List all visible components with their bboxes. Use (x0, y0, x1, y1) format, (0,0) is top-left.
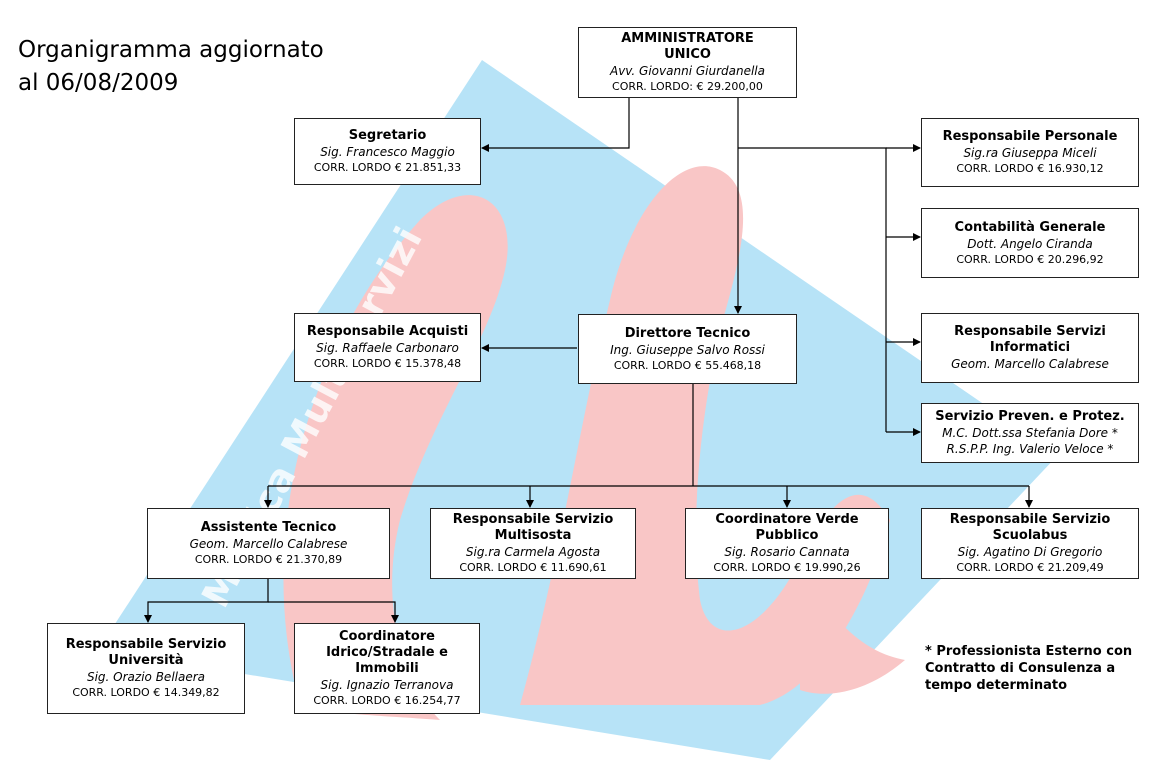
node-role: Direttore Tecnico (624, 325, 751, 341)
page-title-line2: al 06/08/2009 (18, 70, 179, 96)
edge-admin-segretario (481, 97, 630, 152)
node-segretario: Segretario Sig. Francesco Maggio CORR. L… (294, 118, 481, 185)
edge-assistente-bus (144, 579, 269, 623)
node-salary: CORR. LORDO € 20.296,92 (956, 252, 1104, 266)
node-role: Responsabile Personale (942, 129, 1118, 144)
node-verde-pubblico: Coordinatore Verde Pubblico Sig. Rosario… (685, 508, 889, 579)
node-responsabile-acquisti: Responsabile Acquisti Sig. Raffaele Carb… (294, 313, 481, 382)
node-salary: CORR. LORDO € 11.690,61 (459, 561, 607, 574)
node-salary: CORR. LORDO € 16.930,12 (956, 162, 1104, 175)
node-salary: CORR. LORDO € 14.349,82 (72, 686, 220, 699)
node-person: Sig. Orazio Bellaera (86, 670, 206, 684)
node-person: Sig. Francesco Maggio (320, 145, 455, 159)
node-salary: CORR. LORDO € 15.378,48 (313, 357, 462, 370)
node-person: Sig. Raffaele Carbonaro (316, 341, 459, 355)
node-person: Avv. Giovanni Giurdanella (609, 64, 765, 78)
node-role: Segretario (348, 128, 427, 143)
node-person: M.C. Dott.ssa Stefania Dore * (942, 426, 1118, 440)
node-servizio-universita: Responsabile Servizio Università Sig. Or… (47, 623, 245, 714)
node-role: Servizio Preven. e Protez. (935, 409, 1125, 424)
node-servizio-multisosta: Responsabile Servizio Multisosta Sig.ra … (430, 508, 636, 579)
node-person: Sig.ra Giuseppa Miceli (963, 146, 1097, 160)
edge-to-idrico (268, 601, 399, 623)
node-salary: CORR. LORDO € 21.851,33 (313, 161, 462, 174)
node-role: Responsabile Servizio Università (65, 637, 227, 668)
node-servizio-scuolabus: Responsabile Servizio Scuolabus Sig. Aga… (921, 508, 1139, 579)
node-person: Sig.ra Carmela Agosta (465, 545, 601, 559)
node-role: Contabilità Generale (954, 219, 1106, 235)
node-contabilita-generale: Contabilità Generale Dott. Angelo Cirand… (921, 208, 1139, 278)
node-assistente-tecnico: Assistente Tecnico Geom. Marcello Calabr… (147, 508, 390, 579)
page-title-line1: Organigramma aggiornato (18, 37, 324, 63)
node-salary: CORR. LORDO € 19.990,26 (713, 561, 861, 574)
node-person: Ing. Giuseppe Salvo Rossi (610, 342, 765, 357)
node-amministratore-unico: AMMINISTRATORE UNICO Avv. Giovanni Giurd… (578, 27, 797, 98)
node-coordinatore-idrico: Coordinatore Idrico/Stradale e Immobili … (294, 623, 480, 714)
node-person: Dott. Angelo Ciranda (967, 236, 1093, 251)
node-person: Sig. Rosario Cannata (724, 545, 850, 559)
node-role: Coordinatore Idrico/Stradale e Immobili (326, 629, 448, 676)
node-salary: CORR. LORDO: € 29.200,00 (612, 80, 763, 93)
node-salary: CORR. LORDO € 21.209,49 (956, 561, 1104, 574)
node-servizio-prevenzione: Servizio Preven. e Protez. M.C. Dott.ssa… (921, 403, 1139, 463)
page-title: Organigramma aggiornato al 06/08/2009 (18, 34, 324, 100)
node-role: Coordinatore Verde Pubblico (715, 512, 859, 543)
node-person: Geom. Marcello Calabrese (189, 537, 348, 551)
node-direttore-tecnico: Direttore Tecnico Ing. Giuseppe Salvo Ro… (578, 314, 797, 384)
node-role: Responsabile Servizio Multisosta (452, 512, 614, 543)
footnote-external-consultant: * Professionista Esterno con Contratto d… (925, 644, 1133, 693)
node-salary: CORR. LORDO € 21.370,89 (194, 553, 343, 566)
node-role: Responsabile Servizi Informatici (954, 324, 1106, 355)
node-person-2: R.S.P.P. Ing. Valerio Veloce * (946, 442, 1114, 456)
node-person: Geom. Marcello Calabrese (951, 357, 1109, 371)
node-role: Responsabile Servizio Scuolabus (949, 512, 1111, 543)
node-role: AMMINISTRATORE UNICO (621, 31, 754, 62)
node-role: Responsabile Acquisti (306, 324, 469, 339)
edge-admin-right-bus (738, 147, 887, 432)
node-person: Sig. Agatino Di Gregorio (957, 545, 1103, 559)
node-person: Sig. Ignazio Terranova (320, 678, 454, 692)
node-role: Assistente Tecnico (200, 520, 337, 535)
node-servizi-informatici: Responsabile Servizi Informatici Geom. M… (921, 313, 1139, 383)
node-responsabile-personale: Responsabile Personale Sig.ra Giuseppa M… (921, 118, 1139, 187)
pink-logo-tail (800, 560, 905, 694)
node-salary: CORR. LORDO € 55.468,18 (613, 358, 762, 372)
node-salary: CORR. LORDO € 16.254,77 (313, 694, 461, 707)
